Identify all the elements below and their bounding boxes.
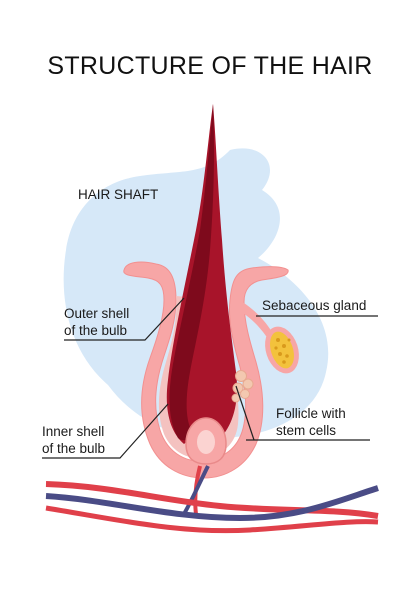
label-outer-shell-line1: Outer shell bbox=[64, 306, 130, 321]
leader-follicle bbox=[235, 385, 255, 441]
leader-inner-shell bbox=[42, 403, 169, 459]
vessel-to-bulb-blue bbox=[182, 465, 210, 515]
gland-cells bbox=[274, 338, 291, 364]
label-inner-shell-line2: of the bulb bbox=[42, 441, 106, 456]
diagram-title: STRUCTURE OF THE HAIR bbox=[47, 52, 373, 80]
label-sebaceous-gland: Sebaceous gland bbox=[262, 298, 367, 313]
label-inner-shell-line1: Inner shell bbox=[42, 424, 105, 439]
papilla-core bbox=[197, 430, 215, 454]
hair-shaft-shade bbox=[169, 104, 214, 441]
sebaceous-duct bbox=[230, 296, 274, 339]
label-hair-shaft: HAIR SHAFT bbox=[78, 187, 159, 202]
leader-lines bbox=[42, 297, 378, 459]
follicle-outer-shell bbox=[123, 261, 289, 479]
stem-cell-cluster bbox=[231, 370, 254, 403]
label-outer-shell-line2: of the bulb bbox=[64, 323, 128, 338]
leader-outer-shell bbox=[64, 297, 185, 341]
blood-vessel-blue bbox=[45, 485, 379, 522]
blood-vessel-red-lower bbox=[45, 505, 379, 534]
blood-vessel-red-upper bbox=[45, 481, 379, 519]
label-follicle-line1: Follicle with bbox=[276, 406, 346, 421]
label-follicle-line2: stem cells bbox=[276, 423, 337, 438]
